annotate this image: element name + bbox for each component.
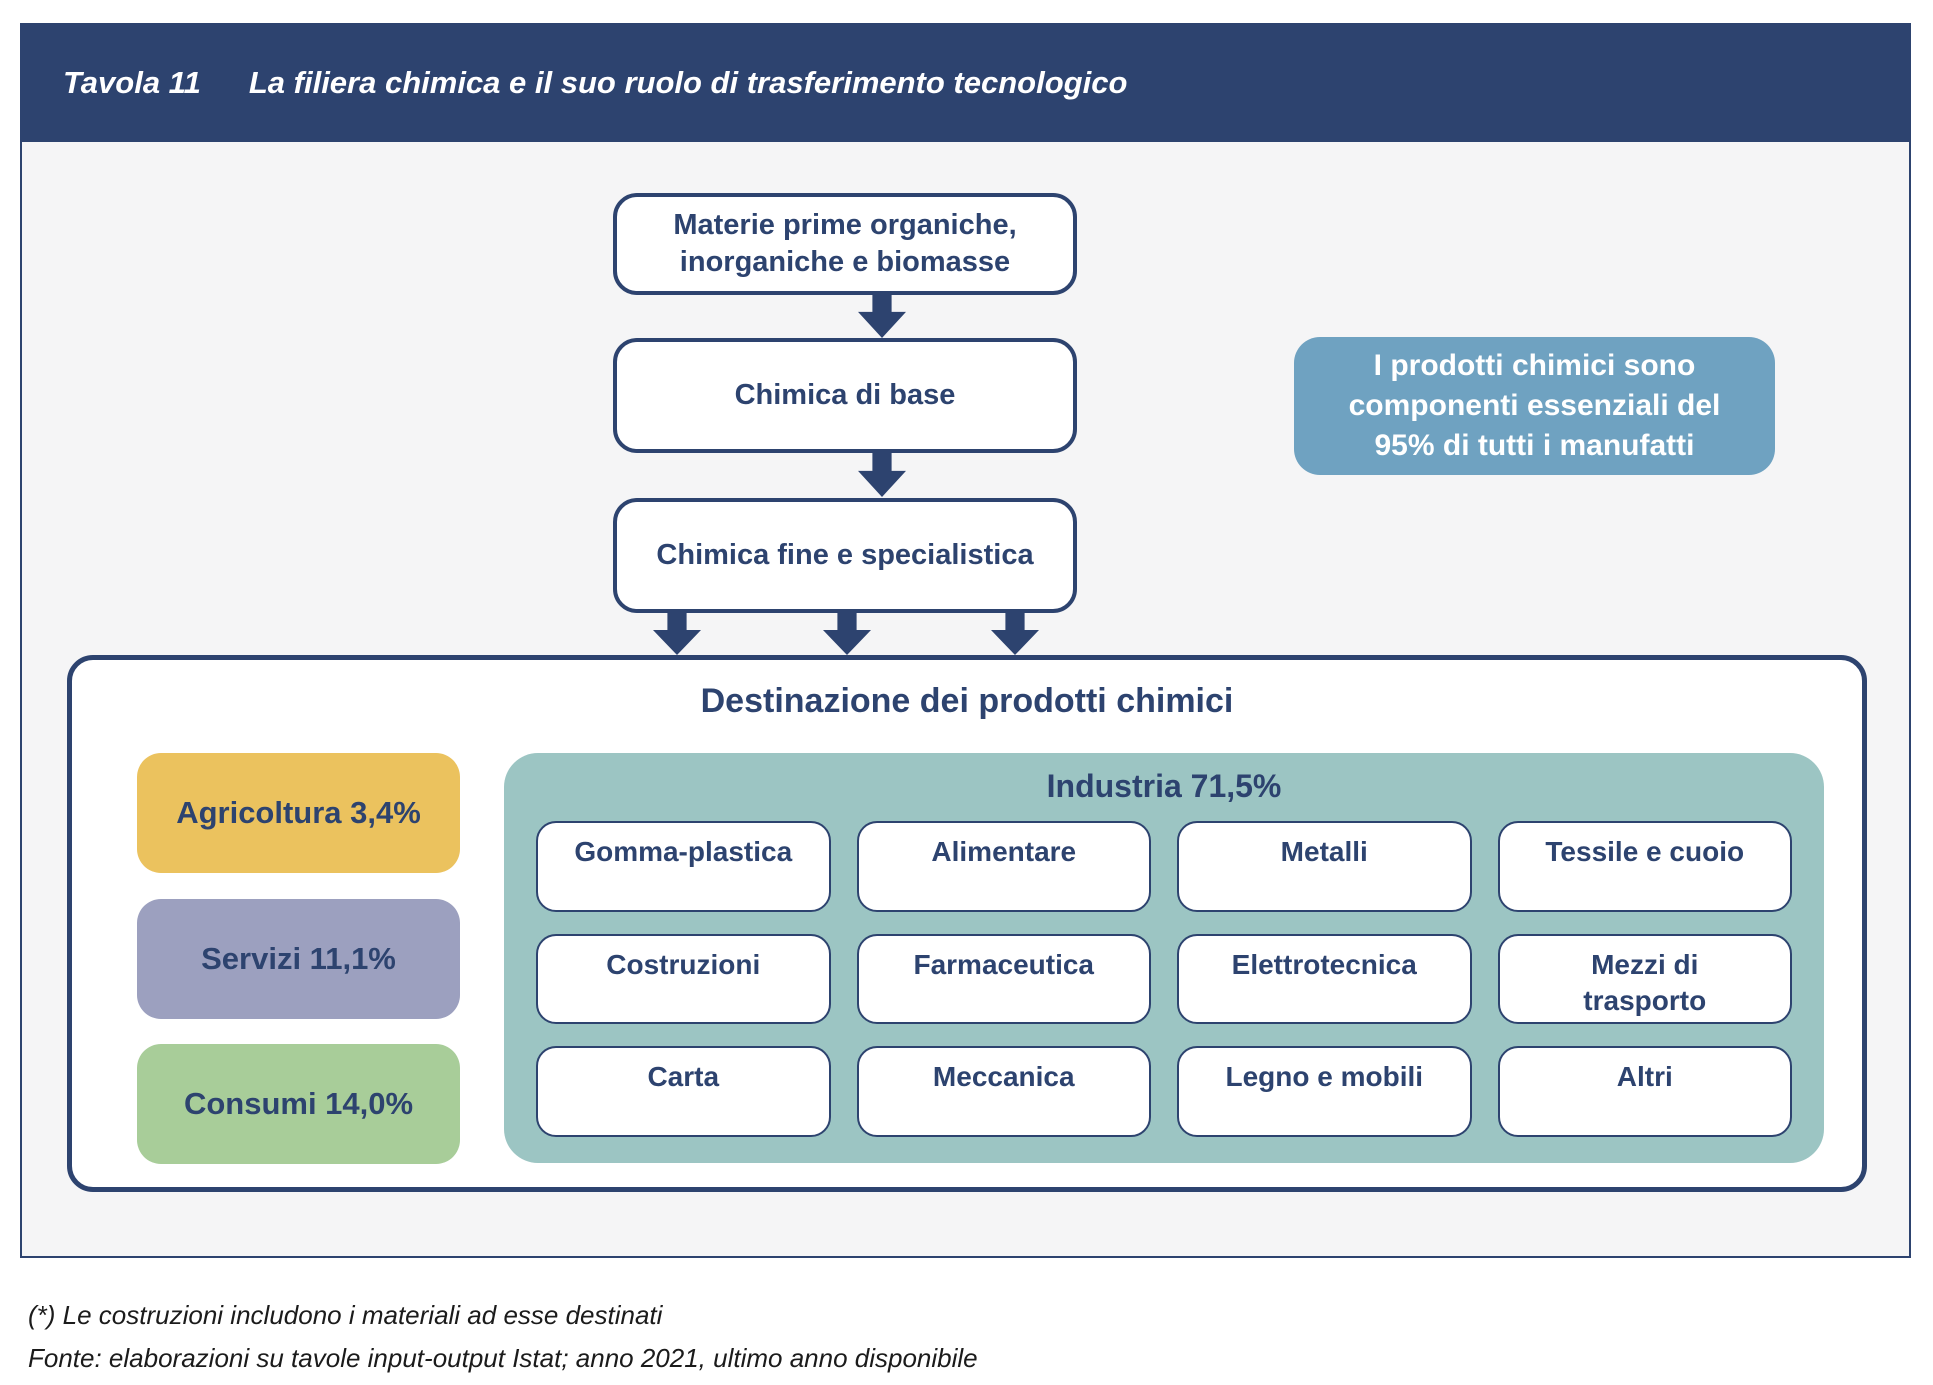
sector-box-legno-e-mobili: Legno e mobili <box>1177 1046 1472 1137</box>
diagram-panel: Materie prime organiche, inorganiche e b… <box>20 142 1911 1258</box>
sector-box-metalli: Metalli <box>1177 821 1472 912</box>
category-label: Servizi 11,1% <box>201 941 396 976</box>
figure-number: Tavola 11 <box>63 64 201 100</box>
destination-title: Destinazione dei prodotti chimici <box>700 682 1234 720</box>
arrow-down-icon <box>823 612 871 655</box>
arrow-down-icon <box>653 612 701 655</box>
figure-title: La filiera chimica e il suo ruolo di tra… <box>248 64 1128 100</box>
flow-box-label: Materie prime organiche, inorganiche e b… <box>673 209 1017 278</box>
footnote-asterisk: (*) Le costruzioni includono i materiali… <box>28 1300 663 1330</box>
callout-text: I prodotti chimici sono componenti essen… <box>1348 349 1721 462</box>
sector-box-carta: Carta <box>536 1046 831 1137</box>
category-box-consumi: Consumi 14,0% <box>137 1044 460 1164</box>
flow-box-chimica-di-base: Chimica di base <box>613 338 1077 453</box>
figure-header: Tavola 11 La filiera chimica e il suo ru… <box>20 23 1911 142</box>
arrow-down-icon <box>858 293 906 338</box>
sector-box-farmaceutica: Farmaceutica <box>856 933 1151 1025</box>
sector-box-gomma-plastica: Gomma-plastica <box>536 821 831 912</box>
category-box-agricoltura: Agricoltura 3,4% <box>137 753 460 873</box>
sector-box-tessile-e-cuoio: Tessile e cuoio <box>1497 821 1792 912</box>
sector-box-meccanica: Meccanica <box>856 1046 1151 1137</box>
flow-box-label: Chimica di base <box>734 379 956 411</box>
sector-box-mezzi-di-trasporto: Mezzi di trasporto <box>1497 933 1792 1025</box>
flow-box-label: Chimica fine e specialistica <box>656 539 1034 571</box>
sector-box-costruzioni: Costruzioni <box>536 933 831 1025</box>
category-box-servizi: Servizi 11,1% <box>137 899 460 1019</box>
category-label: Consumi 14,0% <box>183 1086 414 1121</box>
industry-sector-grid: Gomma-plastica Alimentare Metalli Tessil… <box>536 821 1792 1137</box>
destination-container: Destinazione dei prodotti chimici Agrico… <box>67 655 1867 1192</box>
sector-box-alimentare: Alimentare <box>856 821 1151 912</box>
footnotes: (*) Le costruzioni includono i materiali… <box>28 1294 978 1380</box>
callout-note: I prodotti chimici sono componenti essen… <box>1294 337 1775 475</box>
footnote-source: Fonte: elaborazioni su tavole input-outp… <box>28 1343 978 1373</box>
flow-box-materie-prime: Materie prime organiche, inorganiche e b… <box>613 193 1077 295</box>
industry-title: Industria 71,5% <box>1046 768 1282 804</box>
arrow-down-icon <box>991 612 1039 655</box>
flow-box-chimica-fine: Chimica fine e specialistica <box>613 498 1077 613</box>
sector-box-altri: Altri <box>1497 1046 1792 1137</box>
industry-container: Industria 71,5% Gomma-plastica Alimentar… <box>504 753 1824 1163</box>
category-label: Agricoltura 3,4% <box>176 795 421 830</box>
sector-box-elettrotecnica: Elettrotecnica <box>1177 933 1472 1025</box>
arrow-down-icon <box>858 452 906 497</box>
